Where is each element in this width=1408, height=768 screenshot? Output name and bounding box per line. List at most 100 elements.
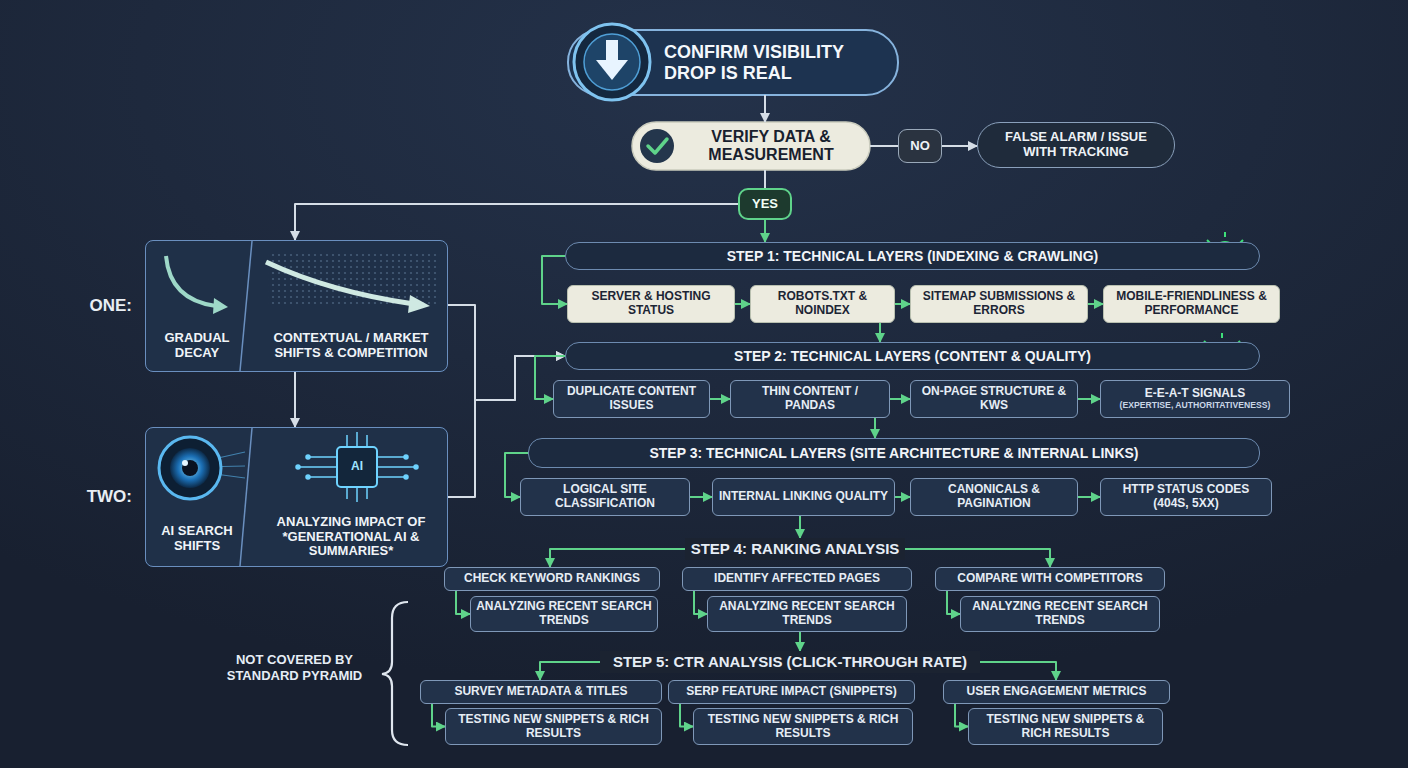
node-text: ANALYZING RECENT SEARCH TRENDS <box>966 600 1154 628</box>
ai-chip <box>346 435 348 447</box>
flow-connector <box>550 549 685 567</box>
market-map <box>266 250 440 313</box>
ai-chip <box>377 476 404 478</box>
node-text: E-E-A-T SIGNALS <box>1145 387 1246 401</box>
subtitle-text: (EXPERTISE, AUTHORITATIVENESS) <box>1120 401 1271 411</box>
flow-connector <box>764 220 766 242</box>
start-icon <box>596 60 628 80</box>
flow-connector <box>690 496 712 498</box>
cause-item: GRADUAL DECAY <box>151 323 243 369</box>
node-text: VERIFY DATA & MEASUREMENT <box>682 128 860 165</box>
node-text: NO <box>910 139 930 154</box>
node-text: CHECK KEYWORD RANKINGS <box>464 572 640 586</box>
node-text: STEP 1: TECHNICAL LAYERS (INDEXING & CRA… <box>727 248 1099 264</box>
check-box: SERVER & HOSTING STATUS <box>567 285 735 323</box>
panel-ground <box>145 240 448 372</box>
node-text: AI SEARCH SHIFTS <box>153 524 241 554</box>
ai-chip <box>306 455 310 459</box>
flow-connector <box>764 170 766 188</box>
process-box: COMPARE WITH COMPETITORS <box>935 567 1165 591</box>
ai-chip <box>404 475 408 479</box>
ai-eye <box>159 437 221 499</box>
ai-chip <box>414 465 418 469</box>
panel-ground <box>240 241 252 371</box>
node-text: LOGICAL SITE CLASSIFICATION <box>526 483 684 511</box>
ai-chip <box>306 475 310 479</box>
process-box: IDENTIFY AFFECTED PAGES <box>682 567 912 591</box>
ai-chip <box>310 476 337 478</box>
decay-chart <box>166 256 216 306</box>
alert-light <box>1224 232 1226 237</box>
market-map <box>266 262 414 304</box>
decay-chart <box>213 298 228 314</box>
flow-connector <box>799 516 801 538</box>
flow-connector <box>735 303 750 305</box>
node-text: SERP FEATURE IMPACT (SNIPPETS) <box>686 685 897 699</box>
ai-chip <box>366 435 368 447</box>
start-icon <box>574 24 650 100</box>
node-text: SERVER & HOSTING STATUS <box>574 290 728 318</box>
flow-connector <box>895 496 910 498</box>
panel-ground <box>145 240 448 567</box>
check-pill <box>632 122 870 170</box>
process-box: CANONICALS & PAGINATION <box>910 478 1078 516</box>
process-box: ANALYZING RECENT SEARCH TRENDS <box>707 596 907 632</box>
flow-connector <box>942 145 977 147</box>
node-text: ANALYZING RECENT SEARCH TRENDS <box>713 600 901 628</box>
yes-branch: YES <box>738 188 792 220</box>
flow-connector <box>764 95 766 122</box>
ai-eye <box>182 460 198 476</box>
process-box: TESTING NEW SNIPPETS & RICH RESULTS <box>445 708 662 745</box>
process-box: THIN CONTENT / PANDAS <box>730 380 890 418</box>
node-text: DUPLICATE CONTENT ISSUES <box>559 385 704 413</box>
flow-connector <box>542 256 567 304</box>
step-header: STEP 1: TECHNICAL LAYERS (INDEXING & CRA… <box>565 242 1260 270</box>
process-box: SERP FEATURE IMPACT (SNIPPETS) <box>668 680 915 704</box>
chip-label: AI <box>343 459 371 473</box>
ai-chip <box>346 487 348 499</box>
check-pill <box>648 139 667 153</box>
ai-chip <box>337 447 377 487</box>
panel-label: ONE: <box>68 296 132 316</box>
ai-chip <box>377 456 404 458</box>
node-text: CONTEXTUAL / MARKET SHIFTS & COMPETITION <box>258 331 444 361</box>
flow-connector <box>1078 496 1100 498</box>
alert-light <box>1221 333 1223 338</box>
ai-eye <box>159 437 245 499</box>
ai-eye <box>182 460 188 466</box>
node-text: ROBOTS.TXT & NOINDEX <box>757 290 888 318</box>
ai-chip <box>296 465 300 469</box>
flow-connector <box>448 356 565 497</box>
flow-connector <box>905 549 1050 567</box>
process-box: ANALYZING RECENT SEARCH TRENDS <box>470 596 658 632</box>
process-box: ON-PAGE STRUCTURE & KWS <box>910 380 1078 418</box>
node-text: YES <box>752 197 778 212</box>
step-heading: STEP 4: RANKING ANALYSIS <box>685 538 905 560</box>
process-box: ANALYZING RECENT SEARCH TRENDS <box>960 596 1160 632</box>
process-box: TESTING NEW SNIPPETS & RICH RESULTS <box>968 708 1163 745</box>
outcome-pill: FALSE ALARM / ISSUE WITH TRACKING <box>977 122 1175 168</box>
node-text: STEP 2: TECHNICAL LAYERS (CONTENT & QUAL… <box>734 348 1091 364</box>
node-text: CONFIRM VISIBILITY DROP IS REAL <box>664 42 886 83</box>
flow-connector <box>294 372 296 427</box>
node-text: MOBILE-FRIENDLINESS & PERFORMANCE <box>1110 290 1273 318</box>
bracket <box>382 602 408 745</box>
process-box: TESTING NEW SNIPPETS & RICH RESULTS <box>693 708 913 745</box>
flow-connector <box>1078 398 1100 400</box>
flow-connector <box>799 632 801 651</box>
node-text: IDENTIFY AFFECTED PAGES <box>714 572 880 586</box>
ai-chip <box>356 432 358 447</box>
node-text: TESTING NEW SNIPPETS & RICH RESULTS <box>451 713 656 741</box>
flow-connector <box>710 398 730 400</box>
step-header: STEP 2: TECHNICAL LAYERS (CONTENT & QUAL… <box>565 342 1260 370</box>
flow-connector <box>955 704 968 727</box>
node-text: ON-PAGE STRUCTURE & KWS <box>916 385 1072 413</box>
check-pill <box>640 129 674 163</box>
node-text: TESTING NEW SNIPPETS & RICH RESULTS <box>974 713 1157 741</box>
flow-connector <box>432 704 445 727</box>
node-text: USER ENGAGEMENT METRICS <box>966 685 1146 699</box>
node-text: INTERNAL LINKING QUALITY <box>719 490 888 504</box>
step-header: STEP 3: TECHNICAL LAYERS (SITE ARCHITECT… <box>528 438 1260 468</box>
flow-connector <box>879 323 881 342</box>
